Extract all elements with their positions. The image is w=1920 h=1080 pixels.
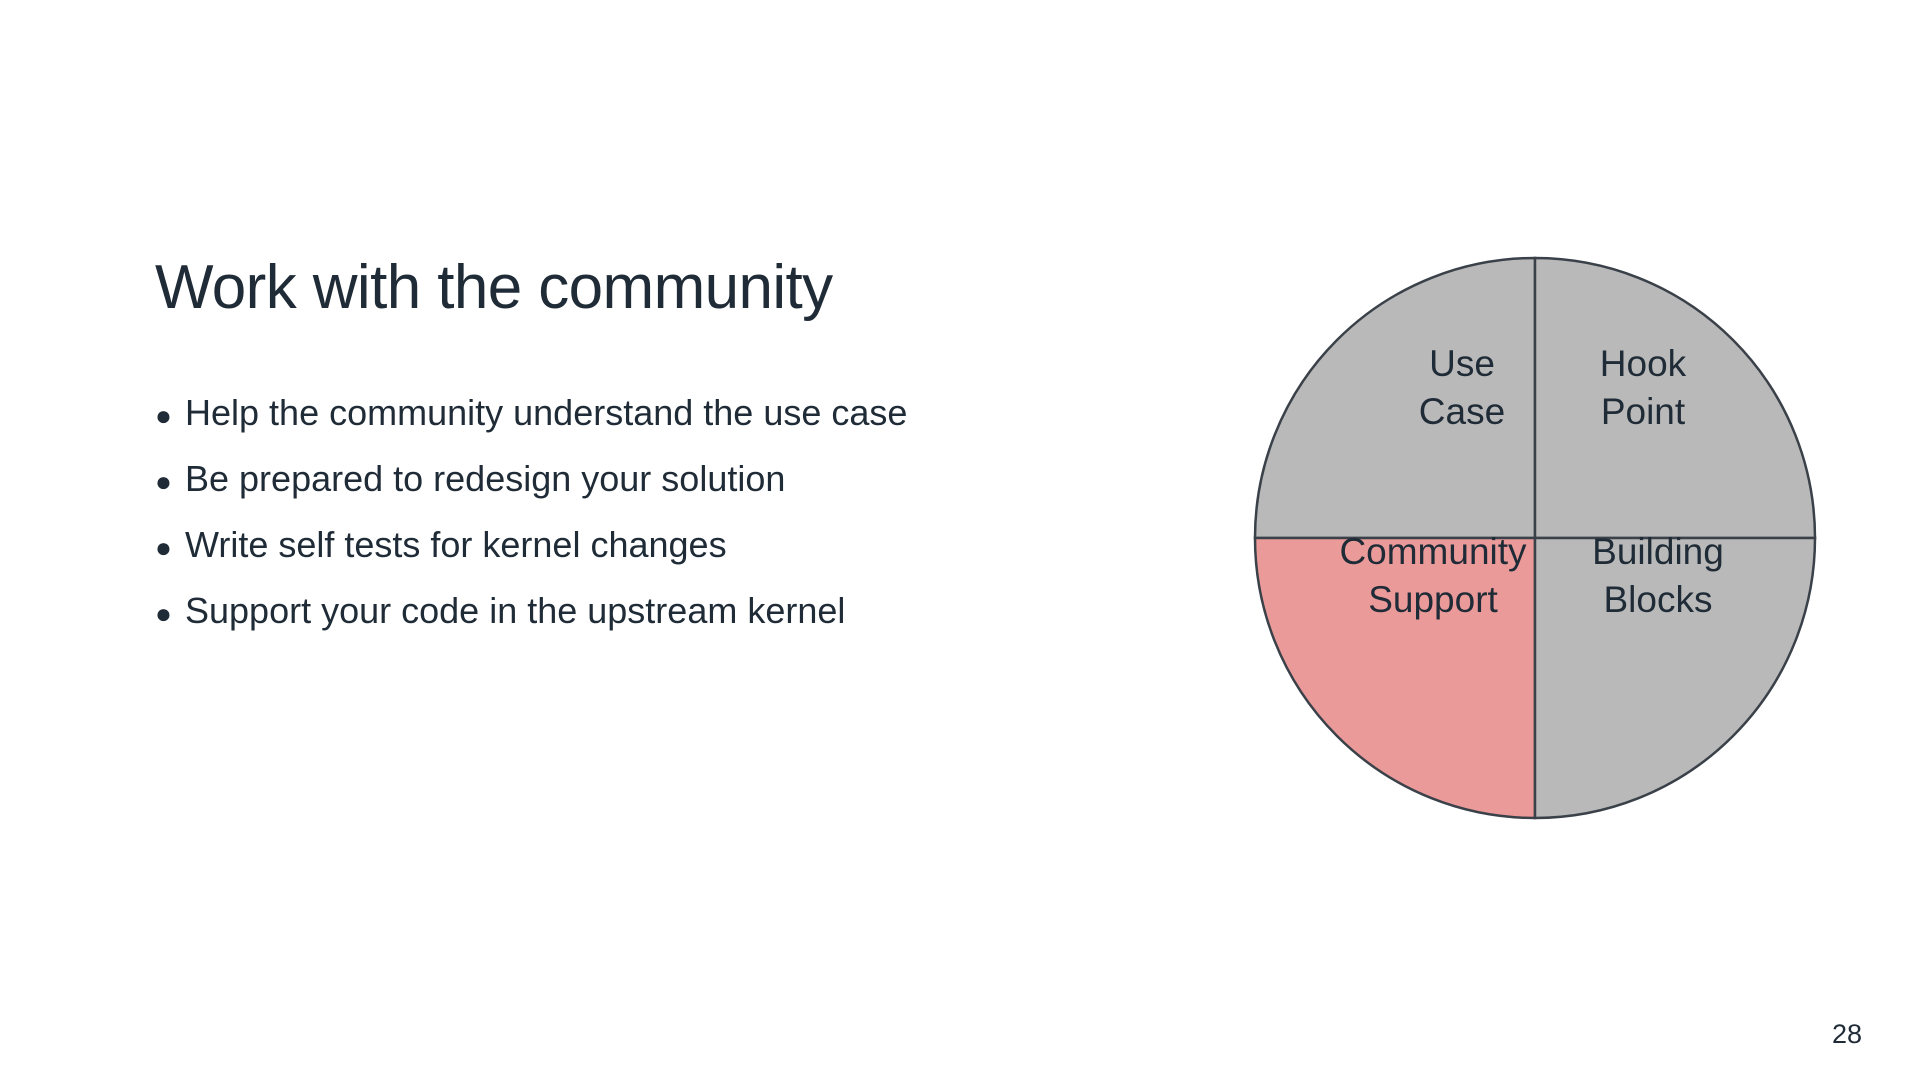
bullet-list: ● Help the community understand the use … xyxy=(155,395,1135,629)
list-item: ● Be prepared to redesign your solution xyxy=(155,461,1135,497)
list-item-label: Support your code in the upstream kernel xyxy=(185,590,846,632)
quadrant-label-building-blocks-line2: Blocks xyxy=(1604,579,1713,620)
list-item-label: Help the community understand the use ca… xyxy=(185,392,908,434)
bullet-dot-icon: ● xyxy=(155,400,172,432)
quadrant-label-use-case-line2: Case xyxy=(1419,391,1505,432)
quadrant-label-hook-point-line1: Hook xyxy=(1600,343,1687,384)
bullet-dot-icon: ● xyxy=(155,532,172,564)
quadrant-label-community-support-line1: Community xyxy=(1339,531,1527,572)
quadrant-hook-point[interactable] xyxy=(1533,256,1817,540)
list-item: ● Support your code in the upstream kern… xyxy=(155,593,1135,629)
page-number: 28 xyxy=(1831,1019,1862,1049)
quadrant-label-community-support-line2: Support xyxy=(1368,579,1498,620)
quadrant-use-case[interactable] xyxy=(1253,256,1537,540)
bullet-dot-icon: ● xyxy=(155,598,172,630)
list-item-label: Be prepared to redesign your solution xyxy=(185,458,786,500)
quadrant-circle-diagram: Use Case Hook Point Community Support Bu… xyxy=(1253,256,1817,820)
bullet-dot-icon: ● xyxy=(155,466,172,498)
slide-content-left: Work with the community ● Help the commu… xyxy=(155,255,1135,659)
quadrant-community-support[interactable] xyxy=(1253,536,1537,820)
quadrant-label-building-blocks-line1: Building xyxy=(1592,531,1724,572)
quadrant-building-blocks[interactable] xyxy=(1533,536,1817,820)
quadrant-label-hook-point-line2: Point xyxy=(1601,391,1686,432)
list-item-label: Write self tests for kernel changes xyxy=(185,524,727,566)
quadrant-label-use-case-line1: Use xyxy=(1429,343,1495,384)
list-item: ● Help the community understand the use … xyxy=(155,395,1135,431)
page-title: Work with the community xyxy=(155,253,833,322)
list-item: ● Write self tests for kernel changes xyxy=(155,527,1135,563)
